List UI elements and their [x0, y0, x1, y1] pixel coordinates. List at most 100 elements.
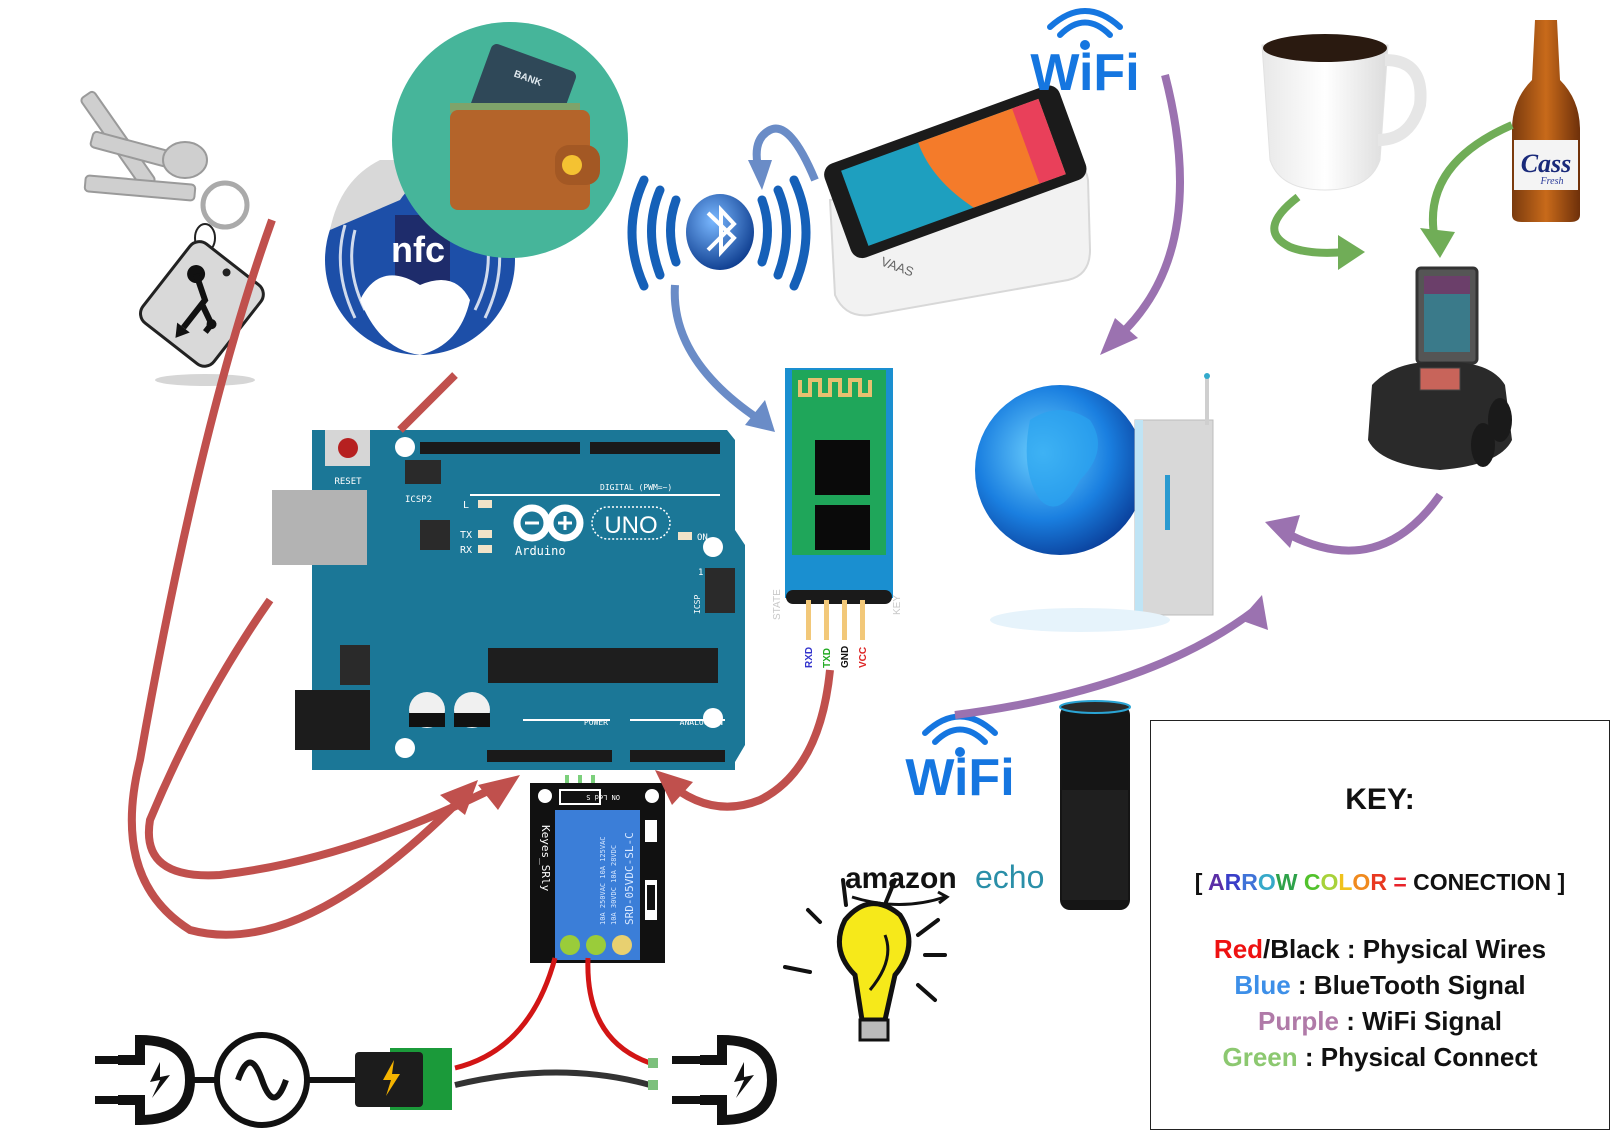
ac-source-icon [214, 1032, 310, 1128]
legend-desc: : BlueTooth Signal [1290, 970, 1526, 1000]
legend-letter: O [1352, 869, 1371, 895]
arrow-purple-robot-router [1288, 492, 1444, 555]
legend-title: KEY: [1345, 783, 1415, 816]
legend-color-word: Blue [1234, 970, 1291, 1000]
icsp-pin1: 1 [698, 568, 703, 578]
nfc-label: nfc [391, 229, 445, 270]
legend-row-red: Red/Black : Physical Wires [1151, 931, 1609, 967]
legend-row-blue: Blue : BlueTooth Signal [1151, 967, 1609, 1003]
legend-subtitle: [ ARROW COLOR = CONECTION ] [1151, 869, 1609, 896]
echo-label: echo [975, 859, 1044, 895]
analog-label: ANALOG IN [680, 718, 724, 727]
arrowhead-red-usb [440, 780, 478, 815]
pin-gnd: GND [840, 646, 851, 668]
led-l-label: L [463, 500, 469, 511]
legend-desc: : WiFi Signal [1338, 1006, 1502, 1036]
arrowheads [440, 160, 1455, 815]
wifi-bottom-label: WiFi [905, 749, 1014, 807]
wifi-bottom-icon: WiFi [905, 713, 1015, 807]
legend-color-word: Green [1222, 1042, 1298, 1072]
arrowhead-purple-echo [1240, 595, 1268, 630]
relay-rating-2: 10A 30VDC 10A 28VDC [610, 845, 618, 925]
relay-led-label: ON Led S [586, 793, 620, 801]
legend-key-box: KEY: [ ARROW COLOR = CONECTION ] Red/Bla… [1150, 720, 1610, 1130]
legend-letter: O [1257, 869, 1276, 895]
legend-letter: L [1338, 869, 1353, 895]
arrowhead-red-bt [655, 770, 693, 805]
arrow-purple-wifi-router [1117, 74, 1184, 338]
coffee-cup-icon [1261, 34, 1427, 191]
power-chain [95, 957, 778, 1128]
legend-color-word: Purple [1258, 1006, 1339, 1036]
relay-part: SRD-05VDC-SL-C [623, 832, 636, 925]
pin-vcc: VCC [858, 647, 869, 668]
legend-letter: C [1303, 869, 1321, 895]
led-rx-label: RX [460, 545, 472, 556]
arrowhead-green-coffee [1338, 235, 1365, 270]
key-pin-label: KEY [892, 595, 903, 615]
legend-connection: CONECTION ] [1413, 869, 1566, 895]
board-model: UNO [604, 512, 657, 539]
arrowhead-blue-phone [748, 160, 772, 190]
light-bulb-icon [783, 878, 947, 1042]
keys-usb-icon [80, 90, 265, 386]
legend-letter: W [1275, 869, 1298, 895]
arrow-blue-phone-bt [752, 124, 819, 182]
board-brand: Arduino [515, 544, 566, 558]
legend-color-word: Red [1213, 934, 1264, 964]
power-label: POWER [584, 718, 608, 727]
beer-brand: Cass [1521, 149, 1572, 178]
arrow-red-nfc [144, 372, 502, 880]
phone-charger-icon: VAAS [824, 85, 1092, 317]
arrowhead-red-nfc [478, 775, 520, 810]
state-label: STATE [772, 589, 783, 620]
reset-button[interactable] [338, 438, 358, 458]
legend-letter: R [1224, 869, 1242, 895]
legend-letter: A [1207, 869, 1225, 895]
icsp-label: ICSP [693, 595, 702, 614]
legend-equals: = [1386, 869, 1414, 895]
legend-desc: : Physical Connect [1297, 1042, 1538, 1072]
arrow-red-usb [127, 218, 463, 939]
plug-left-icon [95, 1034, 196, 1126]
legend-rows: Red/Black : Physical Wires Blue : BlueTo… [1151, 931, 1609, 1075]
legend-desc: : Physical Wires [1339, 934, 1547, 964]
arrowhead-green-beer [1420, 228, 1455, 258]
led-on-label: ON [697, 533, 708, 543]
legend-word-arrow: ARROW [1208, 869, 1297, 895]
relay-brand: Keyes_SRly [539, 825, 552, 892]
wallet-icon: BANK [392, 22, 628, 258]
beer-bottle-icon: Cass Fresh [1512, 20, 1580, 222]
arrow-green-beer [1428, 121, 1514, 241]
dc-jack-icon [355, 1048, 452, 1110]
arrowhead-blue-module [745, 400, 775, 432]
legend-letter: R [1241, 869, 1258, 895]
legend-row-green: Green : Physical Connect [1151, 1039, 1609, 1075]
arduino-uno-board: RESET ICSP2 DIGITAL (PWM=~) L TX RX UNO … [272, 430, 745, 770]
legend-letter: R [1370, 869, 1387, 895]
icsp2-label: ICSP2 [405, 495, 432, 505]
plug-right-icon [672, 1034, 778, 1126]
arrow-red-bt [662, 669, 834, 811]
legend-open-bracket: [ [1194, 869, 1208, 895]
pin-txd: TXD [822, 648, 833, 668]
wifi-top-icon: WiFi [1030, 8, 1140, 102]
arrow-green-coffee [1270, 193, 1346, 257]
globe-router-icon [975, 373, 1214, 632]
legend-letter: O [1320, 869, 1339, 895]
reset-label: RESET [334, 477, 362, 487]
amazon-echo-icon: amazon echo [845, 700, 1131, 910]
legend-extra: /Black [1263, 934, 1340, 964]
arrow-blue-bt-module [670, 284, 763, 424]
beer-sub: Fresh [1540, 176, 1564, 187]
amazon-brand: amazon [845, 862, 957, 895]
robot-tablet-icon [1368, 266, 1512, 470]
legend-word-color: COLOR [1304, 869, 1387, 895]
bluetooth-module-hc05: STATE KEY RXD TXD GND VCC [772, 368, 903, 668]
wifi-top-label: WiFi [1030, 44, 1139, 102]
arrowhead-purple-wifi [1100, 318, 1138, 355]
led-tx-label: TX [460, 530, 472, 541]
legend-row-purple: Purple : WiFi Signal [1151, 1003, 1609, 1039]
